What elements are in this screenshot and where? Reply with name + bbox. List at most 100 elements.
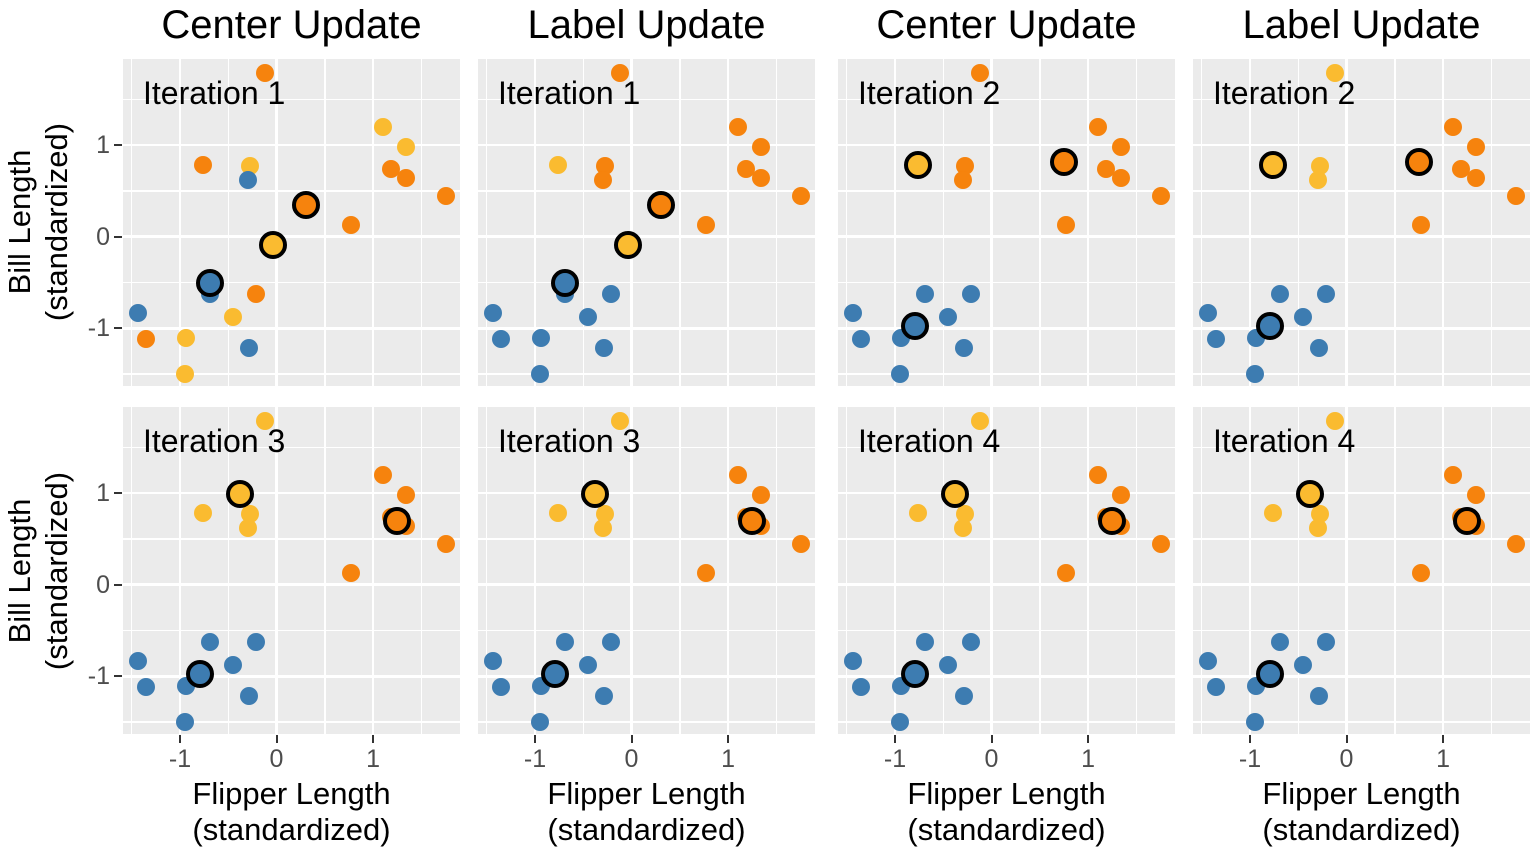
minor-gridline-vertical (227, 59, 229, 386)
minor-gridline-horizontal (478, 190, 815, 192)
panel-iteration-1-label-update: Iteration 1 (478, 59, 815, 386)
major-gridline-vertical (1345, 59, 1348, 386)
data-point (1317, 284, 1336, 303)
data-point (530, 365, 549, 384)
column-title-label-update-1: Label Update (527, 3, 766, 47)
data-point (1199, 651, 1218, 670)
y-axis-title-line-1: Bill Length (2, 149, 37, 295)
minor-gridline-horizontal (1193, 629, 1530, 632)
minor-gridline-horizontal (838, 373, 1175, 375)
data-point (1506, 535, 1525, 554)
data-point (176, 328, 195, 347)
data-point (610, 411, 629, 430)
minor-gridline-vertical (1490, 59, 1493, 386)
major-gridline-vertical (1086, 407, 1090, 734)
data-point (175, 365, 194, 384)
data-point (1411, 563, 1430, 582)
data-point (1310, 505, 1329, 524)
x-tick-label: 0 (1339, 745, 1354, 773)
data-point (239, 686, 258, 705)
panel-iteration-2-label-update: Iteration 2 (1193, 59, 1530, 386)
cluster-center-blue (540, 660, 569, 688)
minor-gridline-vertical (1490, 407, 1493, 734)
data-point (382, 159, 401, 178)
x-axis-title-line-2: (standardized) (192, 812, 391, 847)
cluster-center-yellow (581, 479, 610, 508)
data-point (436, 535, 455, 554)
data-point (1325, 63, 1344, 82)
minor-gridline-horizontal (123, 446, 460, 449)
x-tick-label: 1 (1436, 745, 1451, 773)
data-point (728, 465, 747, 484)
data-point (555, 632, 574, 651)
major-gridline-horizontal (123, 143, 460, 147)
cluster-center-yellow (226, 479, 255, 508)
iteration-label: Iteration 2 (858, 75, 1001, 111)
iteration-label: Iteration 1 (143, 75, 286, 111)
x-tick-label: -1 (523, 745, 547, 773)
data-point (224, 656, 243, 675)
minor-gridline-vertical (1200, 407, 1203, 734)
data-point (939, 308, 958, 327)
data-point (396, 169, 415, 188)
minor-gridline-vertical (679, 59, 681, 386)
minor-gridline-vertical (1135, 407, 1138, 734)
cluster-center-blue (900, 660, 929, 688)
x-tick-label: 0 (984, 745, 999, 773)
major-gridline-vertical (178, 59, 182, 386)
minor-gridline-vertical (420, 59, 423, 386)
data-point (610, 63, 629, 82)
cluster-center-orange (292, 191, 320, 220)
major-gridline-horizontal (1193, 143, 1530, 147)
major-gridline-horizontal (123, 327, 460, 330)
major-gridline-horizontal (478, 235, 815, 238)
cluster-center-blue (551, 268, 580, 297)
data-point (1056, 563, 1075, 582)
major-gridline-horizontal (1193, 583, 1530, 586)
minor-gridline-horizontal (478, 629, 815, 632)
cluster-center-blue (900, 312, 929, 340)
major-gridline-vertical (371, 407, 375, 734)
data-point (1151, 187, 1170, 206)
data-point (954, 686, 973, 705)
x-axis-title-col-3: Flipper Length (standardized) (838, 776, 1175, 848)
major-gridline-vertical (726, 407, 730, 734)
minor-gridline-vertical (227, 407, 229, 734)
data-point (1245, 713, 1264, 732)
x-tick-mark (1442, 735, 1445, 743)
data-point (970, 63, 989, 82)
minor-gridline-vertical (1200, 59, 1203, 386)
minor-gridline-horizontal (478, 446, 815, 449)
major-gridline-horizontal (1193, 235, 1530, 238)
data-point (595, 505, 614, 524)
minor-gridline-vertical (845, 407, 848, 734)
minor-gridline-vertical (130, 407, 133, 734)
iteration-label: Iteration 3 (143, 423, 286, 459)
x-axis-title-line-2: (standardized) (907, 812, 1106, 847)
minor-gridline-horizontal (123, 281, 460, 284)
minor-gridline-horizontal (478, 98, 815, 101)
cluster-center-yellow (1296, 479, 1325, 508)
panel-iteration-3-label-update: Iteration 3 (478, 407, 815, 734)
data-point (530, 713, 549, 732)
data-point (954, 338, 973, 357)
major-gridline-horizontal (123, 583, 460, 586)
cluster-center-blue (1255, 660, 1284, 688)
data-point (844, 651, 863, 670)
data-point (1270, 632, 1289, 651)
data-point (1151, 535, 1170, 554)
y-tick-label: 1 (96, 479, 110, 508)
minor-gridline-vertical (1394, 407, 1396, 734)
minor-gridline-horizontal (123, 98, 460, 101)
x-axis-title-line-1: Flipper Length (1262, 776, 1461, 811)
cluster-center-orange (1049, 148, 1078, 176)
panel-iteration-2-center-update: Iteration 2 (838, 59, 1175, 386)
major-gridline-vertical (275, 59, 278, 386)
major-gridline-horizontal (1193, 491, 1530, 495)
data-point (175, 713, 194, 732)
major-gridline-horizontal (478, 143, 815, 147)
data-point (737, 159, 756, 178)
panel-iteration-1-center-update: Iteration 1 (123, 59, 460, 386)
data-point (1443, 117, 1462, 136)
minor-gridline-vertical (582, 59, 584, 386)
